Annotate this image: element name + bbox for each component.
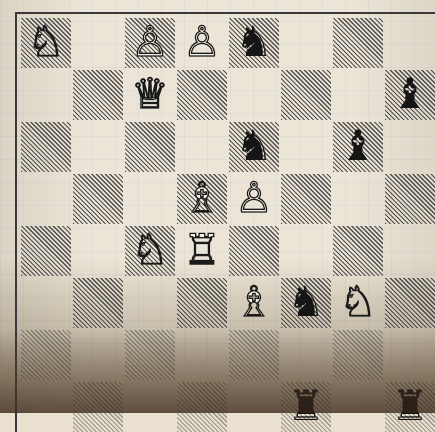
square-g5[interactable] [333, 174, 383, 224]
square-f8[interactable] [281, 18, 331, 68]
white-knight-a8[interactable]: ♘ [21, 17, 71, 67]
square-a4[interactable] [21, 226, 71, 276]
square-a6[interactable] [21, 122, 71, 172]
square-f5[interactable] [281, 174, 331, 224]
square-e1[interactable] [229, 382, 279, 432]
square-f2[interactable] [281, 330, 331, 380]
square-c6[interactable] [125, 122, 175, 172]
black-bishop-g6[interactable]: ♝ [333, 121, 383, 171]
square-b2[interactable] [73, 330, 123, 380]
square-a3[interactable] [21, 278, 71, 328]
white-knight-c4[interactable]: ♘ [125, 225, 175, 275]
square-h5[interactable] [385, 174, 435, 224]
chess-board: ♘♙♙♞♕♝♞♝♗♙♘♖♗♞♘♜♜ [15, 12, 435, 432]
square-h6[interactable] [385, 122, 435, 172]
square-b8[interactable] [73, 18, 123, 68]
white-pawn-e5[interactable]: ♙ [229, 173, 279, 223]
square-g7[interactable] [333, 70, 383, 120]
square-h8[interactable] [385, 18, 435, 68]
square-c3[interactable] [125, 278, 175, 328]
square-g4[interactable] [333, 226, 383, 276]
black-knight-e6[interactable]: ♞ [229, 121, 279, 171]
white-bishop-d5[interactable]: ♗ [177, 173, 227, 223]
white-pawn-d8[interactable]: ♙ [177, 17, 227, 67]
square-c1[interactable] [125, 382, 175, 432]
square-a2[interactable] [21, 330, 71, 380]
square-a1[interactable] [21, 382, 71, 432]
square-b1[interactable] [73, 382, 123, 432]
square-d6[interactable] [177, 122, 227, 172]
white-pawn-c8[interactable]: ♙ [125, 17, 175, 67]
square-h3[interactable] [385, 278, 435, 328]
white-rook-d4[interactable]: ♖ [177, 225, 227, 275]
white-queen-c7[interactable]: ♕ [125, 69, 175, 119]
square-c5[interactable] [125, 174, 175, 224]
square-d7[interactable] [177, 70, 227, 120]
square-f4[interactable] [281, 226, 331, 276]
black-bishop-h7[interactable]: ♝ [385, 69, 435, 119]
square-b3[interactable] [73, 278, 123, 328]
square-a7[interactable] [21, 70, 71, 120]
square-g1[interactable] [333, 382, 383, 432]
black-rook-h1[interactable]: ♜ [385, 381, 435, 431]
square-e4[interactable] [229, 226, 279, 276]
square-f7[interactable] [281, 70, 331, 120]
square-c2[interactable] [125, 330, 175, 380]
white-bishop-e3[interactable]: ♗ [229, 277, 279, 327]
square-d2[interactable] [177, 330, 227, 380]
square-h4[interactable] [385, 226, 435, 276]
square-e2[interactable] [229, 330, 279, 380]
square-f6[interactable] [281, 122, 331, 172]
black-knight-f3[interactable]: ♞ [281, 277, 331, 327]
square-b6[interactable] [73, 122, 123, 172]
square-d3[interactable] [177, 278, 227, 328]
square-b5[interactable] [73, 174, 123, 224]
square-b4[interactable] [73, 226, 123, 276]
square-e7[interactable] [229, 70, 279, 120]
white-knight-g3[interactable]: ♘ [333, 277, 383, 327]
square-g8[interactable] [333, 18, 383, 68]
square-b7[interactable] [73, 70, 123, 120]
square-d1[interactable] [177, 382, 227, 432]
black-knight-e8[interactable]: ♞ [229, 17, 279, 67]
square-g2[interactable] [333, 330, 383, 380]
square-a5[interactable] [21, 174, 71, 224]
black-rook-f1[interactable]: ♜ [281, 381, 331, 431]
square-h2[interactable] [385, 330, 435, 380]
